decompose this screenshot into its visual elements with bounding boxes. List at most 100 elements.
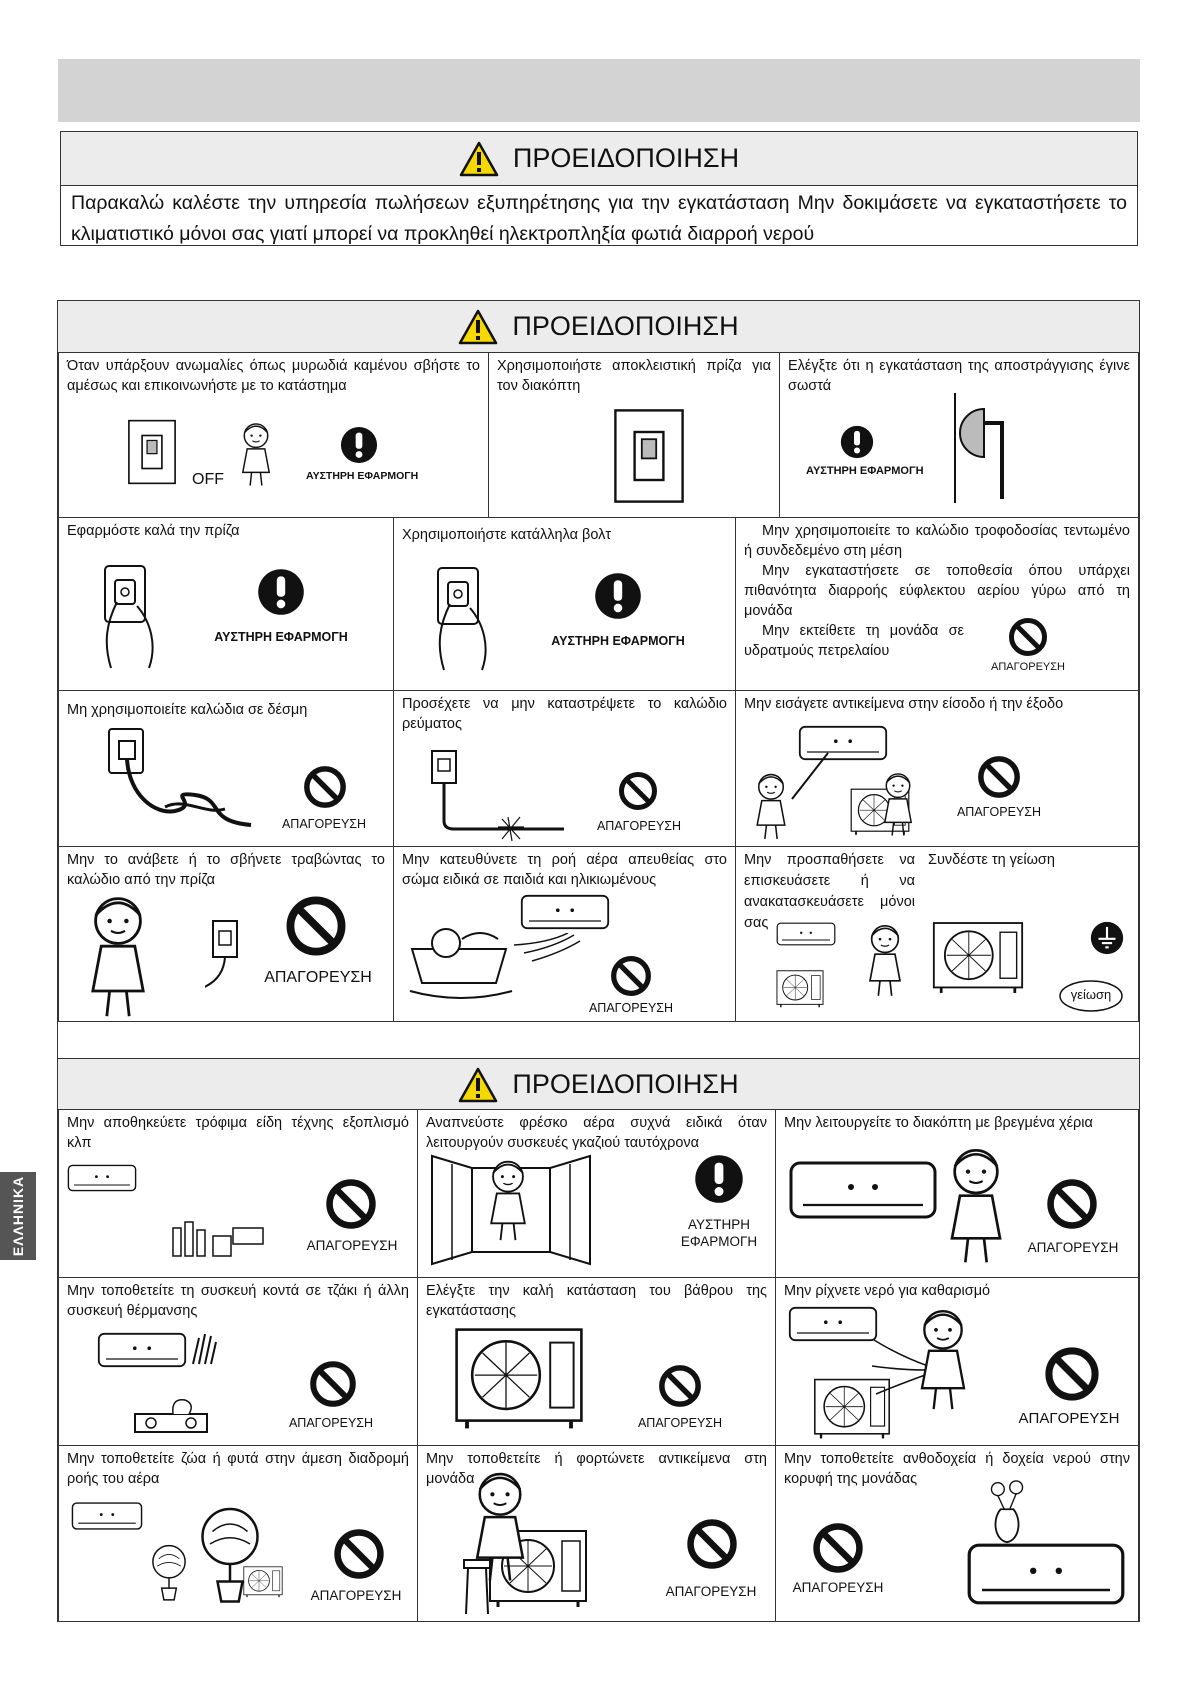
- prohibited-icon: [618, 771, 658, 811]
- child-icon: [876, 769, 920, 839]
- install-warning-text: Παρακαλώ καλέστε την υπηρεσία πωλήσεων ε…: [71, 192, 1127, 245]
- prohibited-icon: [658, 1364, 702, 1408]
- warning-cell: Μην ρίχνετε νερό για καθαρισμό ΑΠΑΓΟΡΕΥΣ…: [775, 1277, 1139, 1446]
- bundled-cable-icon: [108, 728, 252, 827]
- plug-hand-icon: [430, 546, 500, 691]
- prohibited-label: ΑΠΑΓΟΡΕΥΣΗ: [665, 1584, 757, 1599]
- woman-icon: [908, 1304, 978, 1414]
- warning-cell: Μην λειτουργείτε το διακόπτη με βρεγμένα…: [775, 1109, 1139, 1278]
- prohibited-label: ΑΠΑΓΟΡΕΥΣΗ: [288, 1416, 374, 1430]
- warning-triangle-icon: [459, 141, 499, 177]
- prohibited-label: ΑΠΑΓΟΡΕΥΣΗ: [264, 969, 372, 986]
- prohibited-icon: [1008, 617, 1048, 657]
- mandatory-label: ΑΥΣΤΗΡΗ ΕΦΑΡΜΟΓΗ: [214, 630, 348, 644]
- mandatory-action-icon: [694, 1154, 744, 1204]
- warning-text: Όταν υπάρξουν ανωμαλίες όπως μυρωδιά καμ…: [67, 358, 480, 394]
- mandatory-label: ΑΥΣΤΗΡΗ ΕΦΑΡΜΟΓΗ: [306, 470, 419, 482]
- prohibited-label: ΑΠΑΓΟΡΕΥΣΗ: [306, 1238, 398, 1253]
- safety-warning-header-2: ΠΡΟΕΙΔΟΠΟΙΗΣΗ: [58, 1058, 1139, 1111]
- mandatory-label: ΑΥΣΤΗΡΗ ΕΦΑΡΜΟΓΗ: [551, 634, 685, 648]
- language-tab-label: ΕΛΛΗΝΙΚΑ: [10, 1175, 27, 1257]
- repairman-icon: [860, 915, 910, 1005]
- girl-icon: [69, 893, 167, 1019]
- prohibited-label: ΑΠΑΓΟΡΕΥΣΗ: [281, 817, 367, 831]
- warning-cell: Μη χρησιμοποιείτε καλώδια σε δέσμη ΑΠΑΓΟ…: [58, 690, 394, 847]
- prohibited-label: ΑΠΑΓΟΡΕΥΣΗ: [637, 1416, 723, 1430]
- warning-text: Μην προσπαθήσετε να επισκευάσετε ή να αν…: [744, 852, 915, 931]
- warning-cell: Μην τοποθετείτε τη συσκευή κοντά σε τζάκ…: [58, 1277, 418, 1446]
- outdoor-unit-icon: [454, 1324, 584, 1434]
- switch-icon: [613, 403, 685, 509]
- install-warning-box: ΠΡΟΕΙΔΟΠΟΙΗΣΗ Παρακαλώ καλέστε την υπηρε…: [60, 131, 1138, 246]
- warning-cell: Ελέγξτε ότι η εγκατάσταση της αποστράγγι…: [779, 352, 1139, 518]
- warning-text: Χρησιμοποιήστε κατάλληλα βολτ: [402, 527, 612, 543]
- prohibited-label: ΑΠΑΓΟΡΕΥΣΗ: [956, 805, 1042, 819]
- indoor-unit-icon: [520, 893, 610, 931]
- warning-text: Μην ρίχνετε νερό για καθαρισμό: [784, 1283, 991, 1299]
- prohibited-icon: [610, 955, 652, 997]
- warning-text: Μην εκτείθετε τη μονάδα σε υδρατμούς πετ…: [744, 623, 964, 659]
- warning-cell: Μην προσπαθήσετε να επισκευάσετε ή να αν…: [735, 846, 921, 1022]
- warning-cell: Όταν υπάρξουν ανωμαλίες όπως μυρωδιά καμ…: [58, 352, 489, 518]
- warning-cell: Συνδέστε τη γείωση γείωση: [920, 846, 1139, 1022]
- warning-cell: Μην τοποθετείτε ζώα ή φυτά στην άμεση δι…: [58, 1445, 418, 1622]
- warning-text: Ελέγξτε ότι η εγκατάσταση της αποστράγγι…: [788, 358, 1130, 394]
- install-warning-title: ΠΡΟΕΙΔΟΠΟΙΗΣΗ: [512, 143, 740, 173]
- warning-text: Μην λειτουργείτε το διακόπτη με βρεγμένα…: [784, 1115, 1093, 1131]
- warning-cell: Προσέχετε να μην καταστρέψετε το καλώδιο…: [393, 690, 736, 847]
- warning-cell: Ελέγξτε την καλή κατάσταση του βάθρου τη…: [417, 1277, 776, 1446]
- top-banner: [58, 59, 1140, 122]
- prohibited-label: ΑΠΑΓΟΡΕΥΣΗ: [596, 819, 682, 833]
- gas-stove-icon: [134, 1399, 208, 1433]
- warning-cell: Χρησιμοποιήστε αποκλειστική πρίζα για το…: [488, 352, 780, 518]
- prohibited-label: ΑΠΑΓΟΡΕΥΣΗ: [310, 1588, 402, 1603]
- warning-text: Μην εισάγετε αντικείμενα στην είσοδο ή τ…: [744, 696, 1064, 712]
- airflow-lines-icon: [513, 933, 581, 962]
- warning-cell: Χρησιμοποιήστε κατάλληλα βολτ ΑΥΣΤΗΡΗ ΕΦ…: [393, 517, 736, 691]
- prohibited-icon: [812, 1522, 864, 1574]
- indoor-unit-icon: [788, 1160, 938, 1220]
- bottles-icon: [172, 1221, 264, 1257]
- child-icon: [480, 1158, 536, 1242]
- warning-text: Χρησιμοποιήστε αποκλειστική πρίζα για το…: [497, 358, 771, 394]
- warning-text: Μην τοποθετείτε ανθοδοχεία ή δοχεία νερο…: [784, 1451, 1130, 1487]
- mandatory-label: ΑΥΣΤΗΡΗ ΕΦΑΡΜΟΓΗ: [680, 1217, 758, 1249]
- prohibited-icon: [333, 1528, 385, 1580]
- warning-triangle-icon: [458, 309, 498, 345]
- stool-icon: [463, 1559, 491, 1615]
- ground-label-bubble: [1059, 980, 1123, 1012]
- warning-cell: Εφαρμόστε καλά την πρίζα ΑΥΣΤΗΡΗ ΕΦΑΡΜΟΓ…: [58, 517, 394, 691]
- warning-cell: Μην εισάγετε αντικείμενα στην είσοδο ή τ…: [735, 690, 1139, 847]
- safety-warning-title: ΠΡΟΕΙΔΟΠΟΙΗΣΗ: [512, 311, 739, 341]
- switch-icon: [127, 419, 177, 485]
- baby-cradle-icon: [409, 928, 513, 999]
- stick-icon: [791, 752, 829, 800]
- prohibited-icon: [285, 895, 347, 957]
- woman-icon: [234, 421, 278, 487]
- prohibited-icon: [1044, 1346, 1100, 1402]
- warning-text-list: Μην χρησιμοποιείτε το καλώδιο τροφοδοσία…: [736, 518, 1138, 664]
- child-icon: [748, 771, 794, 841]
- outdoor-unit-icon: [243, 1562, 283, 1602]
- prohibited-label: ΑΠΑΓΟΡΕΥΣΗ: [1018, 1410, 1120, 1427]
- child-icon: [462, 1468, 538, 1584]
- indoor-unit-icon: [776, 919, 836, 949]
- prohibited-label: ΑΠΑΓΟΡΕΥΣΗ: [792, 1580, 884, 1595]
- wall-outlet-icon: [205, 920, 238, 988]
- prohibited-icon: [1046, 1178, 1098, 1230]
- vase-icon: [984, 1480, 1030, 1544]
- warning-text: Μη χρησιμοποιείτε καλώδια σε δέσμη: [67, 702, 308, 718]
- ground-label: γείωση: [1070, 987, 1112, 1002]
- safety-warning-header: ΠΡΟΕΙΔΟΠΟΙΗΣΗ: [58, 301, 1139, 353]
- warning-cell: Μην τοποθετείτε ή φορτώνετε αντικείμενα …: [417, 1445, 776, 1622]
- mandatory-action-icon: [340, 426, 378, 464]
- indoor-unit-icon: [966, 1536, 1126, 1612]
- warning-text: Μην τοποθετείτε ζώα ή φυτά στην άμεση δι…: [67, 1451, 409, 1487]
- warning-text: Μην εγκαταστήσετε σε τοποθεσία όπου υπάρ…: [744, 563, 1130, 619]
- indoor-unit-icon: [71, 1498, 143, 1534]
- outdoor-unit-icon: [776, 969, 824, 1009]
- prohibited-icon: [303, 765, 347, 809]
- warning-text: Μην αποθηκεύετε τρόφιμα είδη τέχνης εξοπ…: [67, 1115, 409, 1151]
- warning-cell: Μην το ανάβετε ή το σβήνετε τραβώντας το…: [58, 846, 394, 1022]
- warning-cell: Μην αποθηκεύετε τρόφιμα είδη τέχνης εξοπ…: [58, 1109, 418, 1278]
